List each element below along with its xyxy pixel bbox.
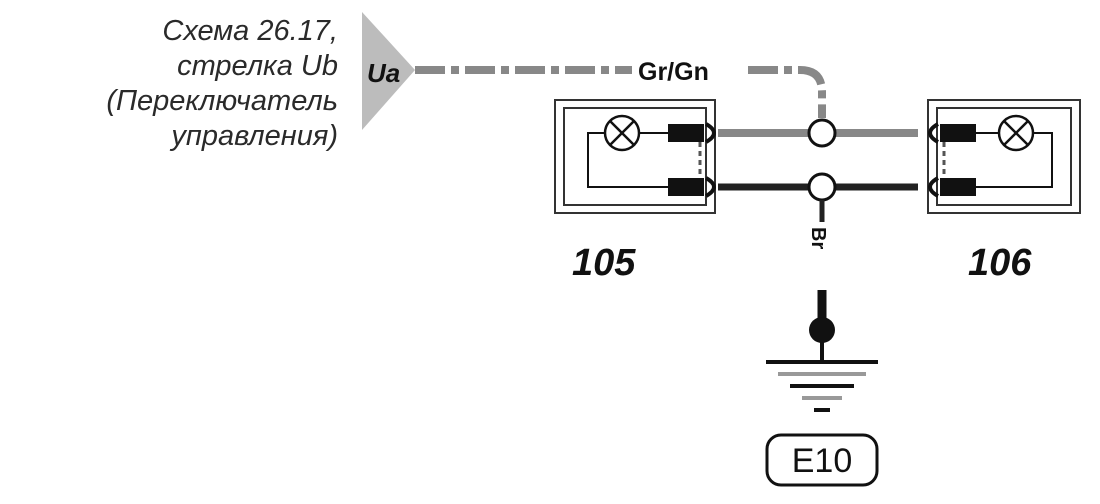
- component-105-label: 105: [572, 242, 636, 284]
- ground-junction-dot: [809, 317, 835, 343]
- wire-br-label: Br: [807, 227, 829, 249]
- note-line-3: (Переключатель: [106, 85, 338, 117]
- note-line-4: управления): [171, 120, 338, 152]
- splice-node-bottom: [807, 172, 837, 202]
- note-line-1: Схема 26.17,: [162, 15, 338, 47]
- ground-icon: [766, 360, 878, 412]
- note-line-2: стрелка Ub: [177, 50, 338, 82]
- component-106-label: 106: [968, 242, 1032, 284]
- lamp-icon-right: [997, 114, 1035, 152]
- lamp-unit-106: [927, 99, 1081, 214]
- ground-point-label: E10: [792, 442, 853, 480]
- wire-gr-gn-label: Gr/Gn: [638, 58, 709, 86]
- lamp-unit-105: [554, 99, 716, 214]
- arrow-label: Ua: [367, 58, 400, 88]
- ground-point-box: [765, 433, 879, 487]
- source-arrow: [362, 12, 415, 130]
- splice-node-top: [807, 118, 837, 148]
- cross-reference-note: Схема 26.17, стрелка Ub (Переключатель у…: [60, 14, 338, 154]
- wire-gr-gn-right: [748, 66, 826, 118]
- lamp-icon-left: [603, 114, 641, 152]
